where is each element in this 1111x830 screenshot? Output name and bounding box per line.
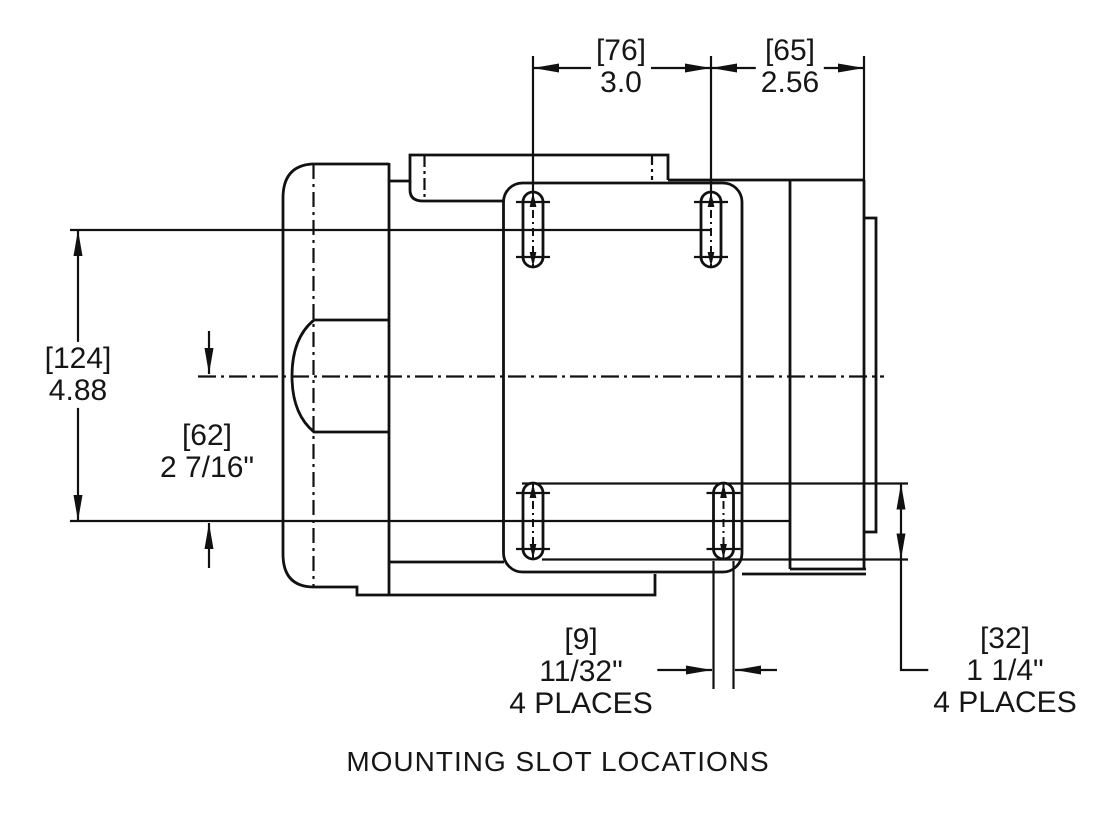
top-tab-lower-edge [408, 181, 504, 203]
dim-76-inch: 3.0 [600, 66, 642, 99]
dim-label-65: [65] 2.56 [755, 33, 825, 101]
drawing-caption: MOUNTING SLOT LOCATIONS [346, 746, 770, 778]
mounting-slot-bottom-right [706, 481, 741, 561]
dim-label-76: [76] 3.0 [590, 33, 652, 101]
dim-124-inch: 4.88 [48, 374, 108, 407]
dim-9-places-note: 4 PLACES [509, 687, 653, 721]
top-tab-outline [389, 153, 670, 183]
dim-label-124: [124] 4.88 [39, 341, 117, 409]
dim-62-metric: [62] [181, 418, 233, 452]
dim-65-metric: [65] [764, 33, 816, 67]
mounting-slot-bottom-left [516, 481, 550, 561]
dim-32-inch: 1 1/4" [966, 653, 1044, 687]
dim-65-inch: 2.56 [760, 66, 820, 99]
dim-76-metric: [76] [595, 33, 647, 67]
dim-32-metric: [32] [979, 621, 1031, 655]
dim-label-32: [32] 1 1/4" 4 PLACES [928, 621, 1082, 721]
dim-62-inch: 2 7/16" [159, 451, 255, 484]
dim-label-9: [9] 11/32" 4 PLACES [504, 622, 658, 722]
dim-9-inch: 11/32" [539, 654, 623, 688]
shaft-boss-outline [864, 216, 878, 534]
dim-32-places-note: 4 PLACES [933, 686, 1077, 720]
dim-124-metric: [124] [44, 341, 112, 375]
dim-label-62: [62] 2 7/16" [154, 418, 260, 486]
mounting-slot-top-left [516, 190, 550, 269]
motor-housing-outline [281, 162, 657, 597]
leader-line-32 [899, 559, 932, 672]
mounting-slot-top-right [694, 190, 728, 269]
dim-9-metric: [9] [564, 622, 598, 656]
